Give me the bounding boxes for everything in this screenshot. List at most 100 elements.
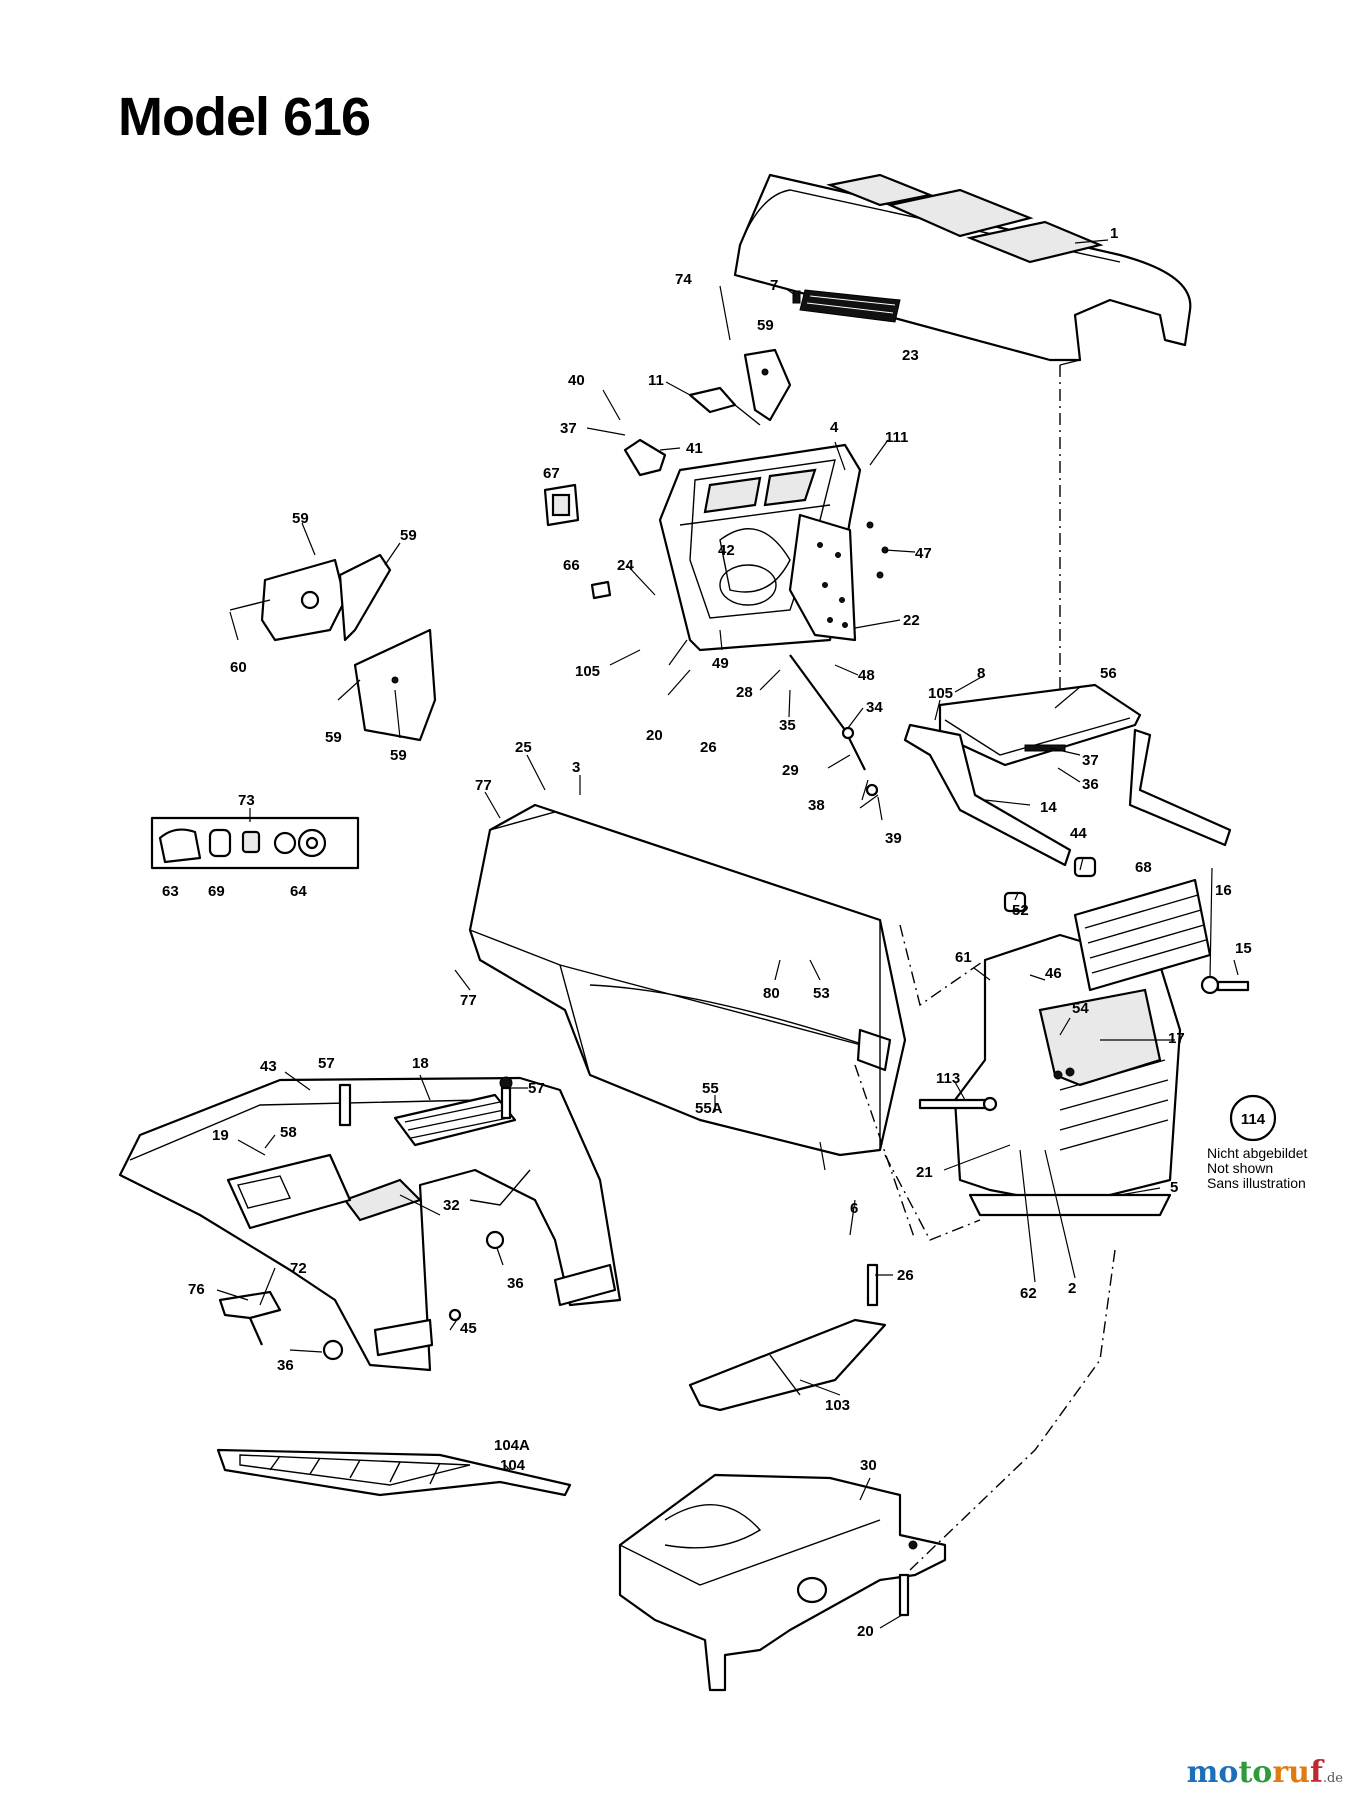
callout-68: 68 (1135, 859, 1152, 876)
watermark-part-1: mo (1186, 1755, 1239, 1790)
callout-20-upper: 20 (646, 727, 663, 744)
callout-38: 38 (808, 797, 825, 814)
callout-42: 42 (718, 542, 735, 559)
callout-43: 43 (260, 1058, 277, 1075)
side-plate-part-22 (788, 513, 857, 642)
callout-103: 103 (825, 1397, 850, 1414)
callout-60: 60 (230, 659, 247, 676)
footrest-part-104 (216, 1448, 572, 1497)
callout-23: 23 (902, 347, 919, 364)
knob-part-41 (623, 438, 667, 477)
callout-59-d: 59 (390, 747, 407, 764)
motoruf-watermark: motoruf.de (1187, 1755, 1343, 1790)
callout-28: 28 (736, 684, 753, 701)
not-shown-note: 114 Nicht abgebildet Not shown Sans illu… (1207, 1094, 1308, 1191)
callout-19: 19 (212, 1127, 229, 1144)
callout-35: 35 (779, 717, 796, 734)
callout-53: 53 (813, 985, 830, 1002)
note-114-number: 114 (1241, 1111, 1266, 1128)
bracket-part-59-top (743, 348, 792, 422)
bracket-part-8 (938, 683, 1142, 767)
watermark-part-3: ru (1272, 1755, 1310, 1790)
switch-part-66 (590, 580, 612, 600)
latch-part-11 (688, 386, 761, 426)
hood-part-1 (733, 173, 1192, 366)
callout-67: 67 (543, 465, 560, 482)
callout-77-top: 77 (475, 777, 492, 794)
callout-30: 30 (860, 1457, 877, 1474)
bolt-part-15 (1200, 975, 1250, 995)
heat-shield-part-103 (688, 1263, 887, 1412)
note-line-german: Nicht abgebildet (1207, 1145, 1308, 1161)
callout-47: 47 (915, 545, 932, 562)
callout-20-lower: 20 (857, 1623, 874, 1640)
watermark-part-4: f (1309, 1755, 1323, 1790)
callout-26-lower: 26 (897, 1267, 914, 1284)
callout-55A: 55A (695, 1100, 723, 1117)
callout-1: 1 (1110, 225, 1118, 242)
callout-54: 54 (1072, 1000, 1089, 1017)
callout-37-right: 37 (1082, 752, 1099, 769)
callout-58: 58 (280, 1124, 297, 1141)
callout-32: 32 (443, 1197, 460, 1214)
callout-22: 22 (903, 612, 920, 629)
callout-36-middle: 36 (507, 1275, 524, 1292)
callout-3: 3 (572, 759, 580, 776)
callout-6: 6 (850, 1200, 858, 1217)
front-panel-part-55 (468, 803, 907, 1157)
callout-59-c: 59 (325, 729, 342, 746)
callout-7: 7 (770, 277, 778, 294)
callout-14: 14 (1040, 799, 1057, 816)
seat-adjuster-parts-72-76 (218, 1290, 282, 1346)
grille-part-23 (799, 289, 901, 323)
callout-105-left: 105 (575, 663, 600, 680)
callout-55: 55 (702, 1080, 719, 1097)
callout-21: 21 (916, 1164, 933, 1181)
callout-5: 5 (1170, 1179, 1178, 1196)
callout-52: 52 (1012, 902, 1029, 919)
callout-59-a: 59 (292, 510, 309, 527)
callout-111: 111 (885, 429, 908, 446)
callout-59-top: 59 (757, 317, 774, 334)
callout-105-right: 105 (928, 685, 953, 702)
leader-lines (216, 239, 1239, 1629)
nuts-part-36 (322, 1230, 505, 1361)
frame-part-30 (618, 1473, 947, 1692)
nose-cone-part-17 (953, 933, 1182, 1217)
screw-part-7 (792, 290, 801, 304)
callout-57-left: 57 (318, 1055, 335, 1072)
callout-48: 48 (858, 667, 875, 684)
callout-25: 25 (515, 739, 532, 756)
crossbar-part-14 (903, 723, 1232, 867)
switch-kit-box (150, 816, 360, 870)
bolt-part-113 (918, 1096, 998, 1112)
callout-62: 62 (1020, 1285, 1037, 1302)
callout-56: 56 (1100, 665, 1117, 682)
callout-66: 66 (563, 557, 580, 574)
callout-37-left: 37 (560, 420, 577, 437)
callout-29: 29 (782, 762, 799, 779)
switch-part-67 (543, 483, 580, 527)
callout-45: 45 (460, 1320, 477, 1337)
grille-insert-part-68 (1073, 878, 1212, 992)
callout-49: 49 (712, 655, 729, 672)
page-title: Model 616 (118, 87, 371, 147)
callout-76: 76 (188, 1281, 205, 1298)
callout-39: 39 (885, 830, 902, 847)
spacers-parts-44-52 (1003, 856, 1097, 913)
callout-16: 16 (1215, 882, 1232, 899)
watermark-part-2: to (1238, 1755, 1273, 1790)
callout-59-b: 59 (400, 527, 417, 544)
callout-63: 63 (162, 883, 179, 900)
callout-61: 61 (955, 949, 972, 966)
callout-24: 24 (617, 557, 634, 574)
steering-rod-parts-35-34-29-38 (789, 654, 879, 797)
screws-part-47 (866, 521, 889, 579)
callout-77-bottom: 77 (460, 992, 477, 1009)
callout-69: 69 (208, 883, 225, 900)
callout-4: 4 (830, 419, 839, 436)
note-line-french: Sans illustration (1207, 1175, 1306, 1191)
callout-11: 11 (648, 372, 664, 389)
callout-15: 15 (1235, 940, 1252, 957)
